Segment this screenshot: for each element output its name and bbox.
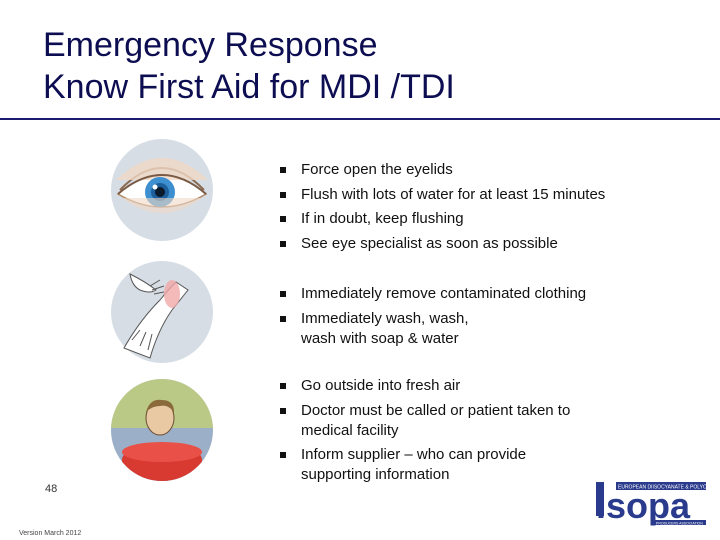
bullet-text: Inform supplier – who can provide suppor… — [301, 446, 527, 483]
list-item: Immediately remove contaminated clothing — [280, 284, 700, 304]
title-line-2: Know First Aid for MDI /TDI — [43, 68, 455, 106]
eye-icon — [110, 138, 214, 242]
list-item: Immediately wash, wash, wash with soap &… — [280, 309, 501, 349]
bullet-marker — [280, 383, 286, 389]
list-item: Go outside into fresh air — [280, 376, 700, 396]
skin-first-aid-list: Immediately remove contaminated clothing… — [280, 284, 700, 353]
eye-first-aid-list: Force open the eyelids Flush with lots o… — [280, 160, 700, 258]
list-item: Doctor must be called or patient taken t… — [280, 401, 621, 441]
title-line-1: Emergency Response — [43, 26, 378, 64]
title-divider — [0, 118, 720, 120]
version-label: Version March 2012 — [19, 530, 82, 537]
bullet-marker — [280, 167, 286, 173]
skin-contact-icon — [110, 260, 214, 364]
svg-text:isopa: isopa — [596, 485, 691, 526]
bullet-marker — [280, 191, 286, 198]
list-item: Force open the eyelids — [280, 160, 700, 180]
bullet-marker — [280, 452, 286, 458]
inhalation-first-aid-list: Go outside into fresh air Doctor must be… — [280, 376, 700, 490]
bullet-text: If in doubt, keep flushing — [301, 210, 464, 227]
inhalation-person-icon — [110, 378, 214, 482]
page-title: Emergency Response Know First Aid for MD… — [43, 24, 683, 108]
bullet-text: Go outside into fresh air — [301, 377, 461, 394]
bullet-marker — [280, 315, 286, 322]
bullet-marker — [280, 407, 286, 414]
bullet-text: See eye specialist as soon as possible — [301, 234, 558, 252]
list-item: Flush with lots of water for at least 15… — [280, 185, 700, 205]
bullet-marker — [280, 291, 286, 297]
list-item: If in doubt, keep flushing — [280, 209, 700, 229]
bullet-text: Immediately wash, wash, wash with soap &… — [301, 309, 469, 347]
isopa-logo: EUROPEAN DIISOCYANATE & POLYOL isopa PRO… — [596, 480, 710, 526]
bullet-text: Immediately remove contaminated clothing — [301, 285, 587, 302]
bullet-text: Force open the eyelids — [301, 161, 453, 178]
bullet-text: Doctor must be called or patient taken t… — [301, 401, 571, 439]
page-number: 48 — [45, 483, 58, 495]
list-item: See eye specialist as soon as possible — [280, 234, 700, 254]
svg-text:EUROPEAN DIISOCYANATE & POLYOL: EUROPEAN DIISOCYANATE & POLYOL — [618, 485, 708, 491]
svg-text:PRODUCERS ASSOCIATION: PRODUCERS ASSOCIATION — [656, 521, 703, 525]
bullet-marker — [280, 216, 286, 222]
bullet-text: Flush with lots of water for at least 15… — [301, 185, 606, 203]
bullet-marker — [280, 240, 286, 247]
list-item: Inform supplier – who can provide suppor… — [280, 445, 591, 485]
